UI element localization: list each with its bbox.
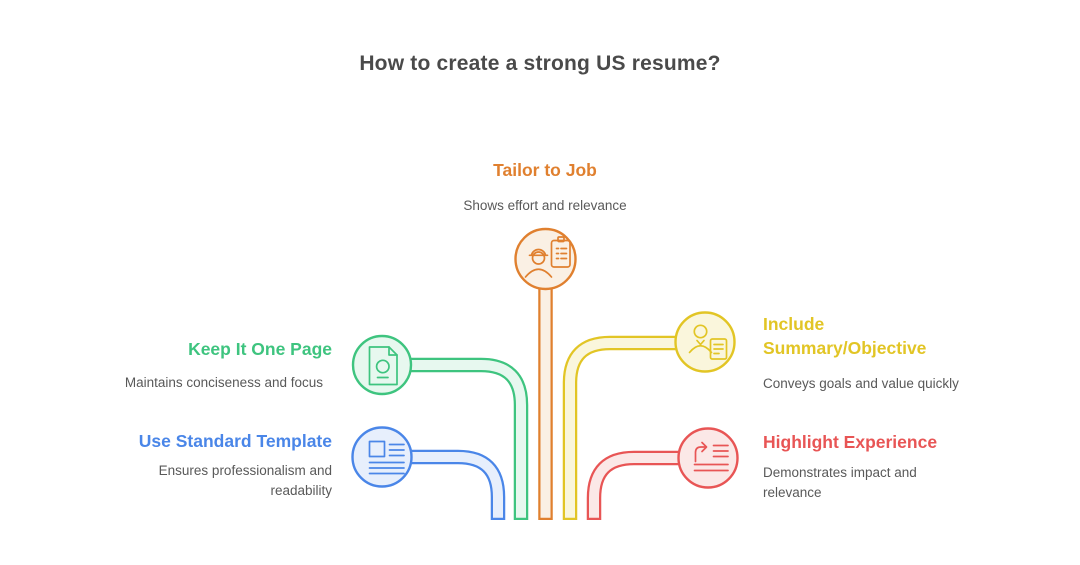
connector-use-standard-template [382,449,506,520]
connector-keep-it-one-page [382,357,529,520]
node-circle-highlight-experience [677,427,739,489]
person-document-icon [688,324,728,360]
document-page-icon [368,346,398,386]
branch-label-use-standard-template: Use Standard Template [138,431,332,451]
branch-label-keep-it-one-page: Keep It One Page [188,339,332,359]
branch-description-use-standard-template: Ensures professionalism and readability [158,463,332,498]
branch-description-highlight-experience: Demonstrates impact and relevance [763,465,917,500]
node-circle-tailor-to-job [514,227,577,291]
page-title: How to create a strong US resume? [359,52,721,75]
branch-label-tailor-to-job: Tailor to Job [493,160,597,180]
arrow-list-icon [693,441,729,472]
branch-label-highlight-experience: Highlight Experience [763,432,938,452]
branch-description-keep-it-one-page: Maintains conciseness and focus [124,375,323,390]
branch-description-include-summary-objective: Conveys goals and value quickly [763,376,959,391]
layout-template-icon [368,440,405,475]
node-circle-include-summary-objective [674,311,736,373]
connector-highlight-experience [586,450,708,520]
connector-include-summary-objective [562,335,705,520]
branch-label-include-summary-objective: Include Summary/Objective [763,314,927,358]
worker-clipboard-icon [524,236,571,278]
branch-description-tailor-to-job: Shows effort and relevance [463,198,627,213]
